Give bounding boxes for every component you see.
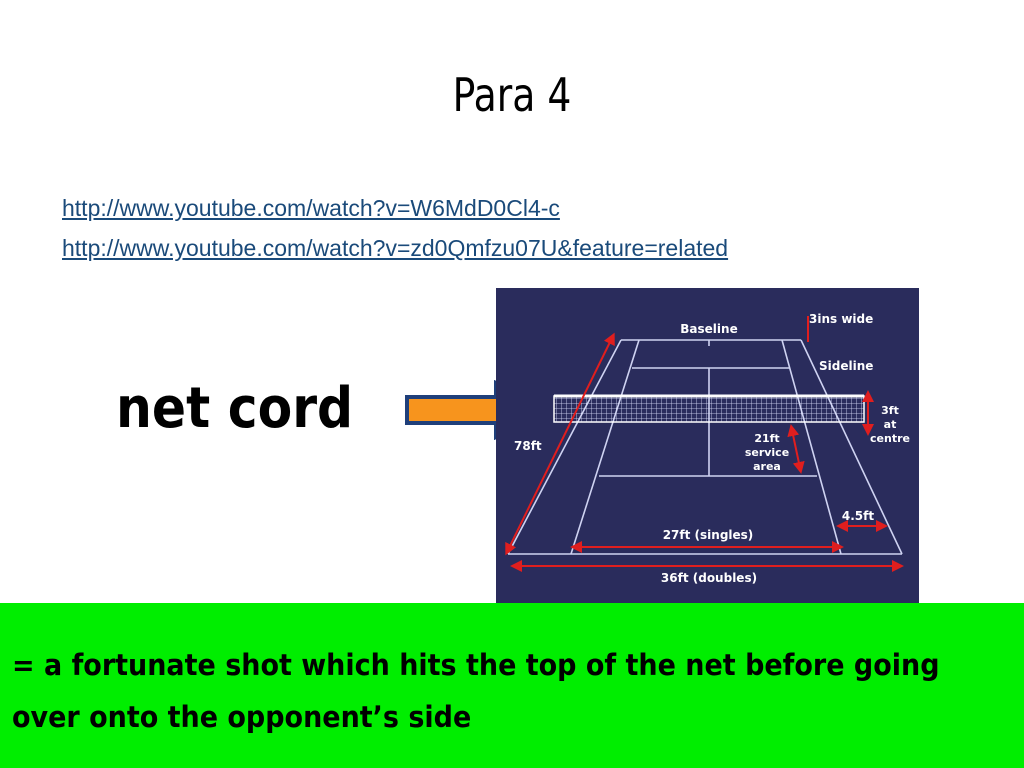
definition-banner: = a fortunate shot which hits the top of… xyxy=(0,603,1024,768)
service-area-label-1: 21ft xyxy=(754,432,779,445)
link-list: http://www.youtube.com/watch?v=W6MdD0Cl4… xyxy=(62,188,728,268)
net xyxy=(553,394,865,423)
net-height-label-2: at xyxy=(884,418,897,431)
alley-width-label: 4.5ft xyxy=(842,509,874,523)
doubles-width-label: 36ft (doubles) xyxy=(661,571,757,585)
youtube-link-2[interactable]: http://www.youtube.com/watch?v=zd0Qmfzu0… xyxy=(62,235,729,261)
definition-text: = a fortunate shot which hits the top of… xyxy=(12,648,940,734)
service-area-label-2: service xyxy=(745,446,789,459)
baseline-label: Baseline xyxy=(680,322,737,336)
net-height-label-1: 3ft xyxy=(881,404,899,417)
net-height-label-3: centre xyxy=(870,432,910,445)
service-area-label-3: area xyxy=(753,460,781,473)
tennis-court-diagram: Baseline 3ins wide Sideline 3ft at centr… xyxy=(496,288,919,606)
slide-title: Para 4 xyxy=(452,68,572,122)
length-label: 78ft xyxy=(514,439,542,453)
dimension-lines xyxy=(505,316,904,572)
youtube-link-1[interactable]: http://www.youtube.com/watch?v=W6MdD0Cl4… xyxy=(62,195,560,221)
term-heading: net cord xyxy=(116,376,354,441)
singles-width-label: 27ft (singles) xyxy=(663,528,754,542)
width-label: 3ins wide xyxy=(809,312,873,326)
sideline-label: Sideline xyxy=(819,359,873,373)
